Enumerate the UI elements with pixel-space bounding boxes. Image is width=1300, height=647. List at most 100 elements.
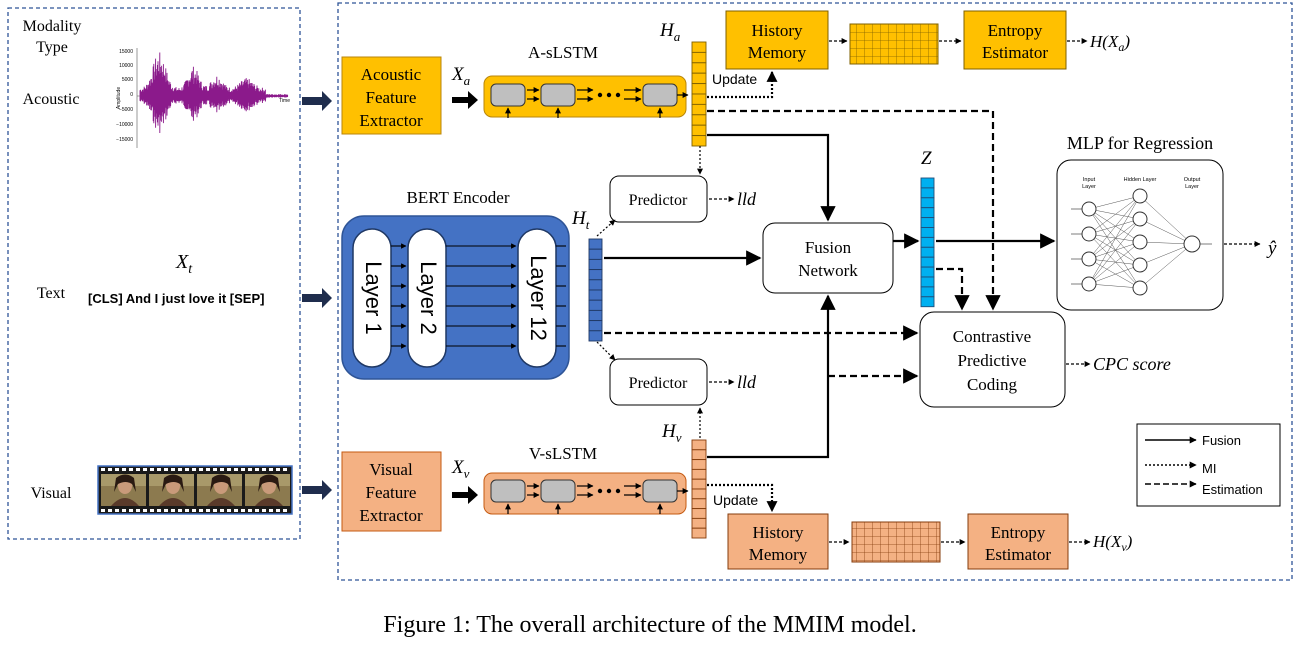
film-perforation	[192, 509, 196, 512]
vector-cell	[588, 279, 603, 291]
vector-cell	[920, 197, 935, 209]
film-perforation	[178, 509, 182, 512]
lstm-ellipsis-dot	[606, 488, 612, 494]
vector-cell	[691, 51, 707, 64]
mlp-hidden-node	[1132, 234, 1148, 250]
xt-subscript: t	[188, 262, 193, 277]
vector-cell	[691, 508, 707, 519]
mlp-edge	[1088, 208, 1141, 289]
visual-update-label: Update	[713, 492, 758, 508]
ht-symbol: Ht	[571, 208, 590, 232]
mlp-edge	[1139, 218, 1193, 245]
block-arrow	[302, 480, 332, 500]
bert-layer	[517, 228, 557, 368]
lstm-ellipsis-dot	[606, 92, 612, 98]
mlp-edge	[1088, 195, 1141, 285]
visual-feature-extractor	[341, 451, 442, 532]
film-perforation	[122, 468, 126, 471]
connectors	[596, 38, 1261, 545]
film-perforation	[276, 468, 280, 471]
video-frame-body	[159, 498, 187, 506]
entropy-estimator-label: Estimator	[982, 43, 1048, 62]
visual-entropy-estimator	[967, 513, 1069, 570]
hv-symbol: Hv	[661, 421, 682, 445]
cpc-label: Contrastive	[953, 327, 1031, 346]
vector-cell	[691, 72, 707, 85]
acoustic-extractor-label: Feature	[366, 88, 417, 107]
vector-cell	[691, 488, 707, 500]
waveform-tick: −15000	[116, 137, 133, 143]
z-symbol: Z	[921, 148, 932, 169]
vector-cell	[691, 449, 707, 461]
block-arrow	[452, 91, 478, 109]
bert-layer-label: Layer 12	[526, 255, 551, 341]
lstm-ellipsis-dot	[597, 92, 603, 98]
vector-cell	[920, 286, 935, 298]
vector-cell	[691, 468, 707, 480]
vector-cell	[588, 309, 603, 322]
vector-cell	[920, 217, 935, 228]
mlp-edge	[1139, 243, 1193, 266]
vector-cell	[920, 296, 935, 308]
film-perforation	[122, 509, 126, 512]
film-perforation	[262, 509, 266, 512]
vector-cell	[588, 269, 603, 281]
cpc-score-output: CPC score	[1093, 354, 1171, 374]
a-slstm-cells	[490, 83, 689, 118]
vector-cell	[588, 238, 603, 250]
bert-encoder-block	[341, 215, 570, 380]
film-perforation	[157, 468, 161, 471]
film-perforation	[255, 468, 259, 471]
video-frame-hair	[258, 474, 280, 492]
film-perforation	[220, 509, 224, 512]
vector-cell	[691, 517, 707, 529]
mlp-output-layer-label: Output	[1184, 177, 1201, 183]
lstm-ellipsis-dot	[615, 488, 621, 494]
history-memory-label: History	[752, 21, 804, 40]
film-perforation	[164, 509, 168, 512]
video-frame-body	[111, 498, 139, 506]
vector-cell	[920, 266, 935, 278]
visual-memory-grid	[851, 521, 941, 563]
film-perforation	[241, 509, 245, 512]
vector-cell	[691, 527, 707, 539]
visual-entropy-output: H(Xv)	[1092, 532, 1133, 554]
vector-cell	[588, 299, 603, 311]
film-perforation	[206, 468, 210, 471]
a-slstm-title: A-sLSTM	[528, 43, 598, 62]
lstm-cell	[490, 479, 526, 503]
acoustic-update-label: Update	[712, 71, 757, 87]
predictor-label: Predictor	[629, 192, 688, 209]
acoustic-extractor-label: Extractor	[359, 111, 423, 130]
film-perforation	[227, 468, 231, 471]
vector-cell	[691, 114, 707, 126]
ha-symbol: Ha	[659, 20, 681, 44]
mlp-edge	[1088, 208, 1141, 266]
visual-extractor-label: Extractor	[359, 506, 423, 525]
mlp-edge	[1088, 195, 1141, 210]
film-perforation	[283, 468, 287, 471]
visual-extractor-label: Visual	[369, 460, 413, 479]
acoustic-label: Acoustic	[23, 91, 80, 108]
predictor-label: Predictor	[629, 375, 688, 392]
xv-symbol: Xv	[451, 457, 470, 481]
film-perforation	[129, 468, 133, 471]
film-perforation	[213, 468, 217, 471]
film-perforation	[248, 468, 252, 471]
mlp-edge	[1088, 241, 1141, 260]
film-perforation	[199, 509, 203, 512]
waveform-signal	[139, 52, 289, 134]
v-slstm-cells	[490, 479, 689, 514]
film-perforation	[150, 468, 154, 471]
film-perforation	[262, 468, 266, 471]
entropy-estimator-label: Estimator	[985, 545, 1051, 564]
mlp-edge	[1088, 218, 1141, 235]
film-perforation	[115, 509, 119, 512]
lstm-cell	[642, 479, 678, 503]
lstm-cell	[540, 83, 576, 107]
bert-layer-label: Layer 1	[361, 261, 386, 334]
cpc-label: Predictive	[958, 351, 1027, 370]
film-perforation	[136, 509, 140, 512]
video-frame-hair	[114, 474, 136, 492]
